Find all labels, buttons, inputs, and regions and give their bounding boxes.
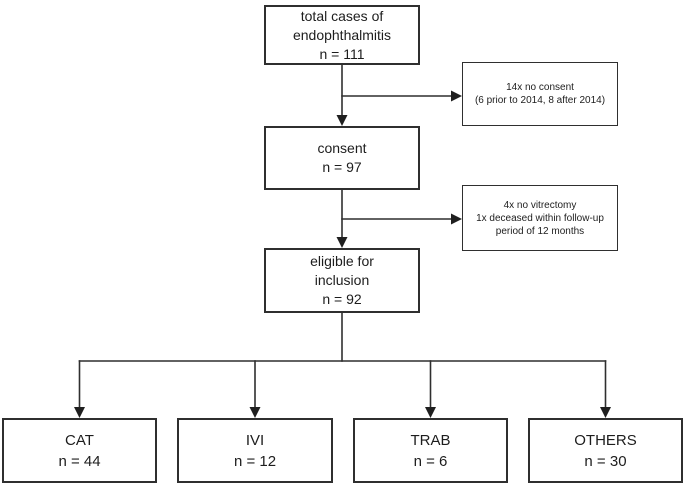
arrowhead-down-trab: [425, 407, 436, 418]
arrowhead-down-eligible: [336, 237, 348, 248]
node-group-trab: TRAB n = 6: [353, 418, 508, 483]
node-excluded-no-consent: 14x no consent (6 prior to 2014, 8 after…: [462, 62, 618, 126]
arrowhead-right-no-vitrectomy: [451, 213, 462, 225]
node-group-cat: CAT n = 44: [2, 418, 157, 483]
arrowhead-right-no-consent: [451, 90, 462, 102]
node-group-others: OTHERS n = 30: [528, 418, 683, 483]
node-group-ivi: IVI n = 12: [177, 418, 333, 483]
node-total-cases: total cases of endophthalmitis n = 111: [264, 5, 420, 65]
arrowhead-down-consent: [336, 115, 348, 126]
node-consent: consent n = 97: [264, 126, 420, 190]
node-excluded-no-vitrectomy: 4x no vitrectomy 1x deceased within foll…: [462, 185, 618, 251]
arrowhead-down-others: [600, 407, 611, 418]
node-eligible-for-inclusion: eligible for inclusion n = 92: [264, 248, 420, 313]
arrowhead-down-cat: [74, 407, 85, 418]
arrowhead-down-ivi: [249, 407, 261, 418]
